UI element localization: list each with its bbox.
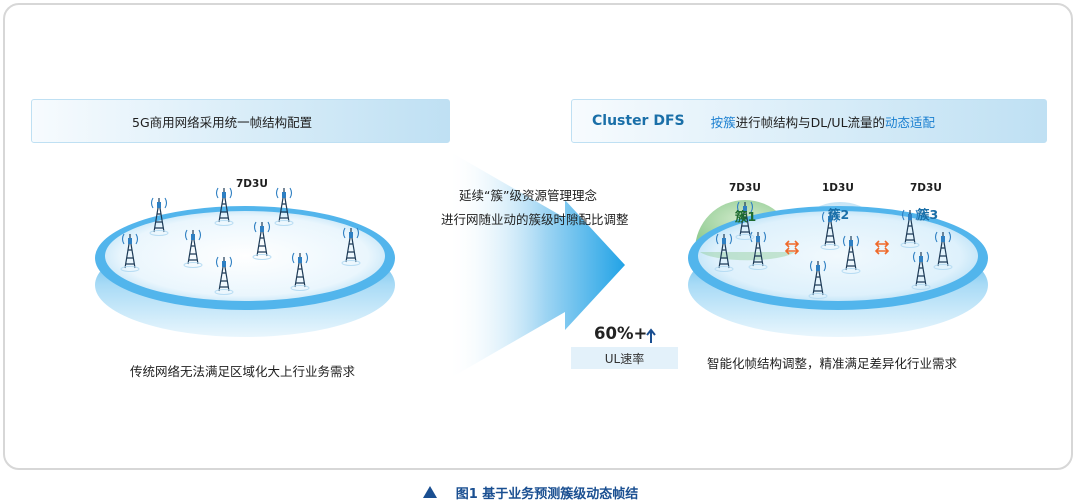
cluster3-slot: 7D3U	[910, 182, 942, 194]
transition-arrow	[447, 150, 625, 380]
middle-text-line1: 延续“簇”级资源管理理念	[459, 188, 597, 203]
right-header-part3: 动态适配	[885, 114, 936, 130]
cluster2-name: 簇2	[828, 207, 850, 222]
rate-label-box: UL速率	[571, 347, 678, 369]
up-arrow-icon	[646, 328, 656, 343]
cluster1-slot: 7D3U	[729, 182, 761, 194]
left-slot-label: 7D3U	[236, 178, 268, 190]
cluster3-name: 簇3	[917, 207, 939, 222]
left-network-disc	[95, 187, 395, 337]
rate-value: 60%+	[594, 324, 648, 343]
interference-arrows	[784, 240, 890, 255]
left-header: 5G商用网络采用统一帧结构配置	[31, 99, 450, 143]
left-caption: 传统网络无法满足区域化大上行业务需求	[130, 364, 356, 379]
middle-text-line2: 进行网随业动的簇级时隙配比调整	[441, 212, 629, 227]
brand-label: Cluster DFS	[592, 113, 685, 129]
right-header-part1: 按簇	[710, 114, 736, 130]
triangle-icon	[423, 486, 437, 498]
right-network-disc	[688, 201, 988, 337]
figure-caption: 图1 基于业务预测簇级动态帧结	[0, 483, 1078, 502]
figure-caption-text: 图1 基于业务预测簇级动态帧结	[455, 487, 639, 502]
right-caption: 智能化帧结构调整，精准满足差异化行业需求	[707, 356, 958, 371]
right-header-part2: 进行帧结构与DL/UL流量的	[735, 114, 886, 130]
cluster2-slot: 1D3U	[822, 182, 854, 194]
rate-label: UL速率	[604, 351, 645, 366]
right-header: Cluster DFS 按簇 进行帧结构与DL/UL流量的 动态适配	[571, 99, 1047, 143]
cluster1-name: 簇1	[735, 209, 757, 224]
left-header-text: 5G商用网络采用统一帧结构配置	[132, 114, 313, 130]
